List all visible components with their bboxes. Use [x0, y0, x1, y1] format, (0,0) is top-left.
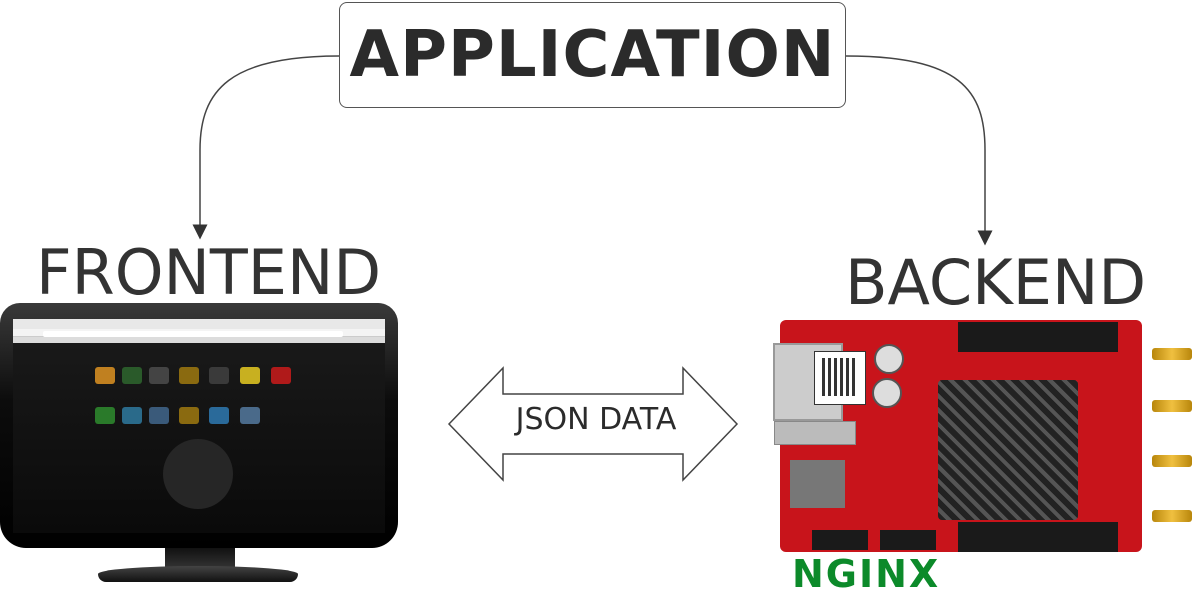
application-label: APPLICATION: [349, 18, 836, 92]
app-tile-icon: [209, 367, 229, 384]
app-tile-icon: [240, 407, 260, 424]
sma-connector: [1152, 400, 1192, 412]
app-tile-icon: [179, 367, 199, 384]
app-tile-icon: [149, 407, 169, 424]
sma-connector: [1152, 510, 1192, 522]
app-tile-icon: [122, 407, 142, 424]
app-tile-icon: [240, 367, 260, 384]
gpio-header-bottom: [958, 522, 1118, 552]
app-tile-icon: [149, 367, 169, 384]
browser-tab-bar: [13, 319, 385, 329]
app-tile-icon: [122, 367, 142, 384]
monitor-stand-base: [98, 566, 298, 582]
app-tile-icon: [95, 367, 115, 384]
capacitor: [872, 378, 902, 408]
sma-connector: [1152, 455, 1192, 467]
browser-address-bar: [13, 329, 385, 337]
monitor-screen: [13, 319, 385, 533]
sma-connector: [1152, 348, 1192, 360]
arrow-app-to-backend: [845, 55, 993, 246]
app-tile-icon: [179, 407, 199, 424]
frontend-label: FRONTEND: [36, 236, 382, 309]
heatsink: [938, 380, 1078, 520]
backend-label: BACKEND: [845, 246, 1147, 319]
sata-connector: [812, 530, 868, 550]
sata-connector: [880, 530, 936, 550]
gpio-header-top: [958, 322, 1118, 352]
application-box: APPLICATION: [339, 2, 846, 108]
url-field: [43, 331, 343, 337]
browser-bookmarks-bar: [13, 337, 385, 343]
app-tile-icon: [271, 367, 291, 384]
json-double-arrow: [447, 366, 739, 482]
capacitor: [874, 344, 904, 374]
monitor-stand-neck: [165, 548, 235, 568]
json-data-label: JSON DATA: [515, 402, 677, 437]
app-tile-icon: [209, 407, 229, 424]
usb-port: [774, 421, 856, 445]
qr-code: [822, 358, 858, 396]
watermark-logo: [163, 439, 233, 509]
monitor-image: [0, 303, 398, 548]
sd-card-slot: [790, 460, 845, 508]
nginx-logo: NGINX: [792, 552, 941, 596]
arrow-app-to-frontend: [192, 55, 340, 240]
app-tile-icon: [95, 407, 115, 424]
